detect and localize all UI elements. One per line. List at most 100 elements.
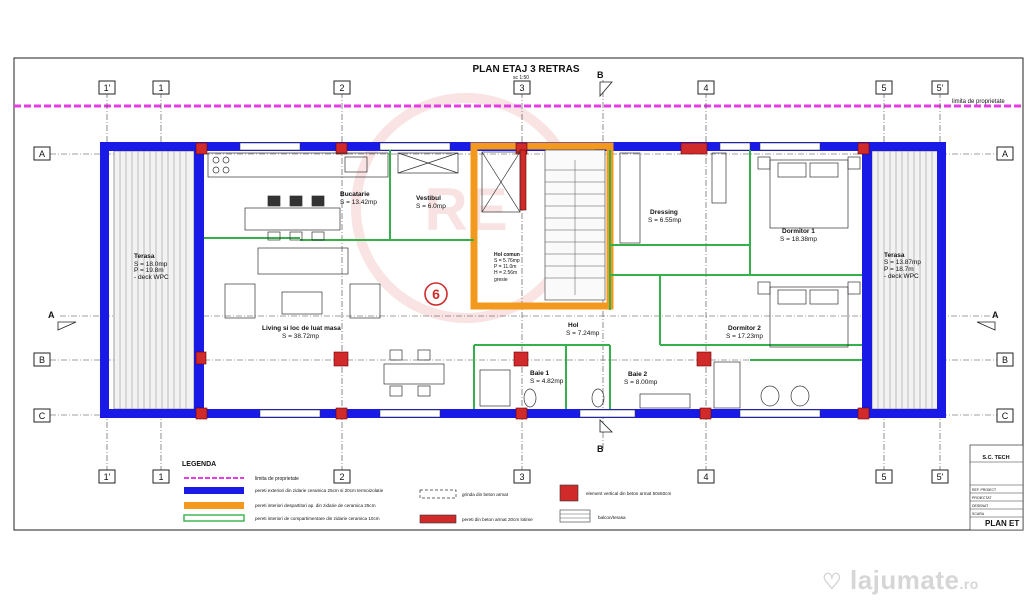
svg-text:Terasa: Terasa bbox=[884, 252, 905, 259]
svg-text:S = 5.76mp: S = 5.76mp bbox=[494, 258, 520, 264]
svg-text:3: 3 bbox=[519, 472, 524, 482]
svg-text:gresie: gresie bbox=[494, 277, 508, 283]
svg-text:pereti interiori despartitori: pereti interiori despartitori ap. din zi… bbox=[255, 503, 376, 508]
svg-text:A: A bbox=[992, 310, 999, 320]
living-dining-table bbox=[383, 363, 445, 385]
stove-icon bbox=[212, 156, 220, 164]
svg-text:S = 18.38mp: S = 18.38mp bbox=[780, 236, 817, 243]
title-block: S.C. TECH REF. PROIECT PROIECTAT DESENAT… bbox=[969, 444, 1024, 531]
svg-text:A: A bbox=[1002, 149, 1008, 159]
svg-text:2: 2 bbox=[339, 472, 344, 482]
bed-dormitor-2 bbox=[769, 286, 849, 348]
elevator-shaft bbox=[481, 151, 521, 213]
dressing-cabinet bbox=[619, 152, 641, 244]
svg-text:B: B bbox=[597, 70, 604, 80]
watermark-suffix: .ro bbox=[959, 576, 979, 592]
svg-text:pereti din beton armat 20cm lo: pereti din beton armat 20cm lotime bbox=[462, 517, 533, 522]
svg-text:S = 8.00mp: S = 8.00mp bbox=[624, 379, 658, 386]
concrete-pillars bbox=[195, 142, 870, 420]
svg-text:Dormitor 2: Dormitor 2 bbox=[728, 325, 761, 332]
dining-table bbox=[244, 207, 341, 231]
svg-text:S = 13.87mp: S = 13.87mp bbox=[884, 259, 921, 266]
svg-text:S.C. TECH: S.C. TECH bbox=[982, 455, 1009, 461]
svg-text:A: A bbox=[48, 310, 55, 320]
unit-badge-number: 6 bbox=[432, 286, 440, 302]
svg-text:PROIECTAT: PROIECTAT bbox=[972, 496, 992, 500]
svg-text:Baie 2: Baie 2 bbox=[628, 371, 648, 378]
svg-text:5: 5 bbox=[881, 472, 886, 482]
svg-text:Bucatarie: Bucatarie bbox=[340, 191, 370, 198]
svg-text:B: B bbox=[1002, 355, 1008, 365]
wc-bath-2 bbox=[591, 388, 605, 408]
svg-text:- deck WPC: - deck WPC bbox=[884, 273, 919, 280]
svg-text:P = 19.8m: P = 19.8m bbox=[134, 267, 164, 274]
svg-text:A: A bbox=[39, 149, 45, 159]
property-line-label: limita de proprietate bbox=[952, 99, 1005, 105]
svg-text:S = 13.42mp: S = 13.42mp bbox=[340, 199, 377, 206]
svg-text:SCARA: SCARA bbox=[972, 512, 985, 516]
svg-text:grinda din beton armat: grinda din beton armat bbox=[462, 492, 509, 497]
svg-text:4: 4 bbox=[703, 472, 708, 482]
svg-text:S = 38.72mp: S = 38.72mp bbox=[282, 333, 319, 340]
interior-walls bbox=[204, 150, 862, 409]
wc-bath-1 bbox=[523, 388, 537, 408]
svg-text:3: 3 bbox=[519, 83, 524, 93]
svg-text:Terasa: Terasa bbox=[134, 253, 155, 260]
svg-text:S = 4.82mp: S = 4.82mp bbox=[530, 378, 564, 385]
svg-text:Vestibul: Vestibul bbox=[416, 195, 441, 202]
svg-text:pereti interiori de compartime: pereti interiori de compartimentare din … bbox=[255, 516, 380, 521]
svg-text:S = 18.0mp: S = 18.0mp bbox=[134, 261, 168, 268]
svg-text:S = 7.24mp: S = 7.24mp bbox=[566, 330, 600, 337]
site-watermark: ♡ lajumate.ro bbox=[822, 565, 979, 596]
svg-text:Dormitor 1: Dormitor 1 bbox=[782, 228, 815, 235]
svg-text:1': 1' bbox=[104, 83, 111, 93]
svg-text:limita de proprietate: limita de proprietate bbox=[255, 476, 299, 482]
furniture bbox=[207, 151, 861, 409]
bath-2-sinks bbox=[639, 393, 691, 409]
terrace-deck-right bbox=[871, 150, 939, 410]
svg-text:S = 17.23mp: S = 17.23mp bbox=[726, 333, 763, 340]
bathtub bbox=[713, 361, 741, 409]
room-labels: Terasa S = 18.0mp P = 19.8m - deck WPC B… bbox=[134, 191, 921, 386]
stair-core bbox=[470, 142, 614, 310]
svg-text:C: C bbox=[39, 411, 46, 421]
svg-text:2: 2 bbox=[339, 83, 344, 93]
vestibule-wardrobe bbox=[397, 152, 459, 174]
svg-text:5: 5 bbox=[881, 83, 886, 93]
watermark-heart-icon: ♡ bbox=[822, 569, 843, 594]
legend: LEGENDA limita de proprietate pereti ext… bbox=[182, 461, 671, 524]
svg-text:PLAN ET: PLAN ET bbox=[985, 519, 1019, 528]
svg-text:S = 6.0mp: S = 6.0mp bbox=[416, 203, 446, 210]
unit-badge bbox=[424, 282, 448, 306]
watermark-text: lajumate bbox=[849, 565, 960, 595]
svg-text:Hol comun: Hol comun bbox=[494, 252, 520, 258]
svg-text:RE: RE bbox=[424, 176, 507, 243]
svg-text:5': 5' bbox=[937, 83, 944, 93]
svg-text:4: 4 bbox=[703, 83, 708, 93]
svg-text:S = 6.55mp: S = 6.55mp bbox=[648, 217, 682, 224]
svg-text:P = 11.0m: P = 11.0m bbox=[494, 264, 516, 270]
sink-icon bbox=[344, 156, 368, 173]
sofa bbox=[257, 247, 349, 275]
column-markers: 1' 1 2 3 4 5 5' 1' 1 2 3 4 5 5' bbox=[98, 80, 949, 484]
terrace-deck-left bbox=[113, 150, 195, 410]
svg-text:1: 1 bbox=[158, 83, 163, 93]
svg-text:1': 1' bbox=[104, 472, 111, 482]
svg-text:5': 5' bbox=[937, 472, 944, 482]
row-markers: A B C A B C bbox=[33, 146, 1014, 423]
svg-text:Living si loc de luat masa: Living si loc de luat masa bbox=[262, 325, 341, 332]
legend-title: LEGENDA bbox=[182, 461, 216, 468]
bed-dormitor-1 bbox=[769, 159, 849, 229]
svg-text:Dressing: Dressing bbox=[650, 209, 678, 216]
svg-text:C: C bbox=[1002, 411, 1009, 421]
svg-text:pereti exteriori din zidarie c: pereti exteriori din zidarie ceramica 25… bbox=[255, 488, 384, 493]
plan-scale: sc 1:50 bbox=[513, 75, 529, 81]
svg-text:element vertical din beton arm: element vertical din beton armat 50x50cm bbox=[586, 491, 671, 496]
svg-text:B: B bbox=[39, 355, 45, 365]
svg-text:REF. PROIECT: REF. PROIECT bbox=[972, 488, 997, 492]
svg-text:DESENAT: DESENAT bbox=[972, 504, 989, 508]
svg-text:B: B bbox=[597, 444, 604, 454]
svg-text:- deck WPC: - deck WPC bbox=[134, 274, 169, 281]
svg-text:P = 18.7m: P = 18.7m bbox=[884, 266, 914, 273]
